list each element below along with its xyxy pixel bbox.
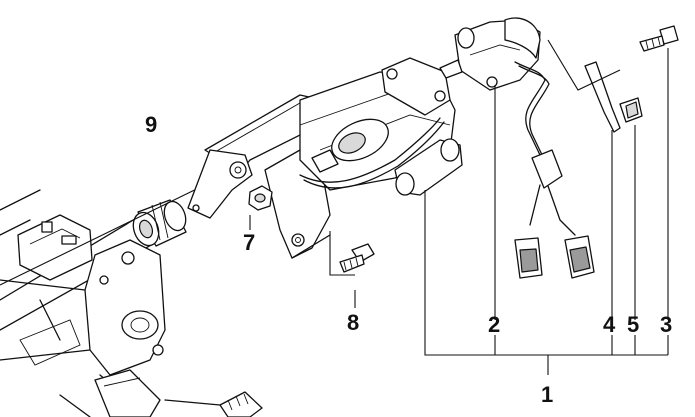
clip-part-5: [619, 97, 643, 320]
callout-2: 2: [488, 312, 500, 337]
callout-8: 8: [347, 310, 359, 335]
assembly-leader-lines: [249, 190, 669, 375]
callout-7: 7: [243, 230, 255, 255]
bushing-part-9: [0, 179, 216, 286]
bolt-part-8: [329, 231, 375, 276]
nut-part-7: [248, 185, 273, 211]
callout-3: 3: [660, 312, 672, 337]
screw-part-3: [639, 25, 679, 320]
callout-5: 5: [627, 312, 639, 337]
column-housing: [187, 57, 463, 259]
bracket-part-4: [547, 39, 621, 320]
motor-unit-part-2: [439, 17, 595, 320]
callout-1: 1: [541, 382, 553, 407]
callout-9: 9: [145, 112, 157, 137]
callout-4: 4: [603, 312, 616, 337]
steering-column-shaft: [0, 189, 263, 417]
